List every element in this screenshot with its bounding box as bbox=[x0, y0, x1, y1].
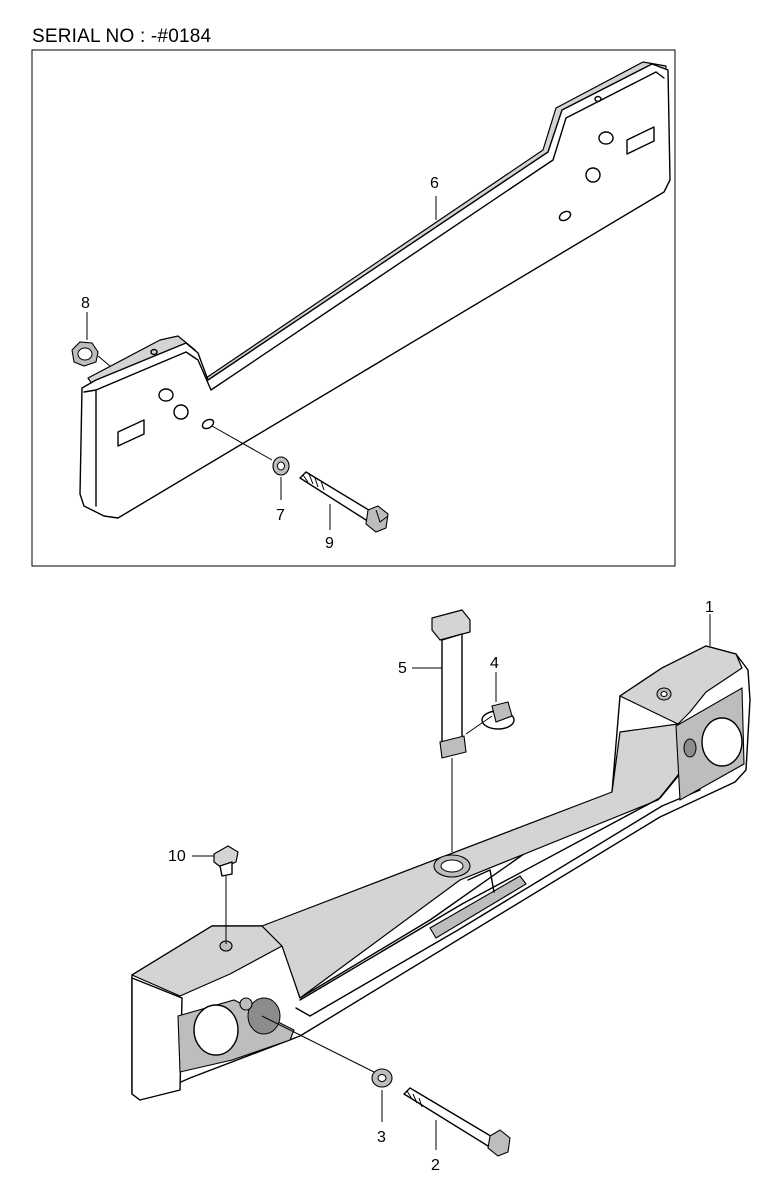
part-4-lynch-pin[interactable] bbox=[465, 701, 515, 735]
part-9-bolt[interactable] bbox=[299, 471, 389, 533]
part-3-washer[interactable] bbox=[261, 1015, 393, 1088]
part-8-nut[interactable] bbox=[71, 341, 111, 367]
callout-10: 10 bbox=[168, 848, 186, 865]
callout-8: 8 bbox=[81, 295, 90, 312]
part-1-counterweight[interactable] bbox=[131, 645, 751, 1101]
part-6-plate[interactable] bbox=[79, 61, 671, 519]
callout-1: 1 bbox=[705, 599, 714, 616]
part-7-washer[interactable] bbox=[272, 456, 290, 476]
callout-6: 6 bbox=[430, 175, 439, 192]
callout-7: 7 bbox=[276, 507, 285, 524]
callout-3: 3 bbox=[377, 1129, 386, 1146]
part-2-bolt[interactable] bbox=[403, 1087, 511, 1157]
part-10-plug[interactable] bbox=[213, 845, 239, 944]
serial-number-label: SERIAL NO : -#0184 bbox=[32, 26, 212, 47]
callout-4: 4 bbox=[490, 655, 499, 672]
callout-9: 9 bbox=[325, 535, 334, 552]
callout-5: 5 bbox=[398, 660, 407, 677]
callout-2: 2 bbox=[431, 1157, 440, 1174]
inset-frame bbox=[31, 49, 676, 567]
part-5-pin[interactable] bbox=[431, 609, 471, 852]
leader-line-inset-axis bbox=[211, 425, 273, 461]
